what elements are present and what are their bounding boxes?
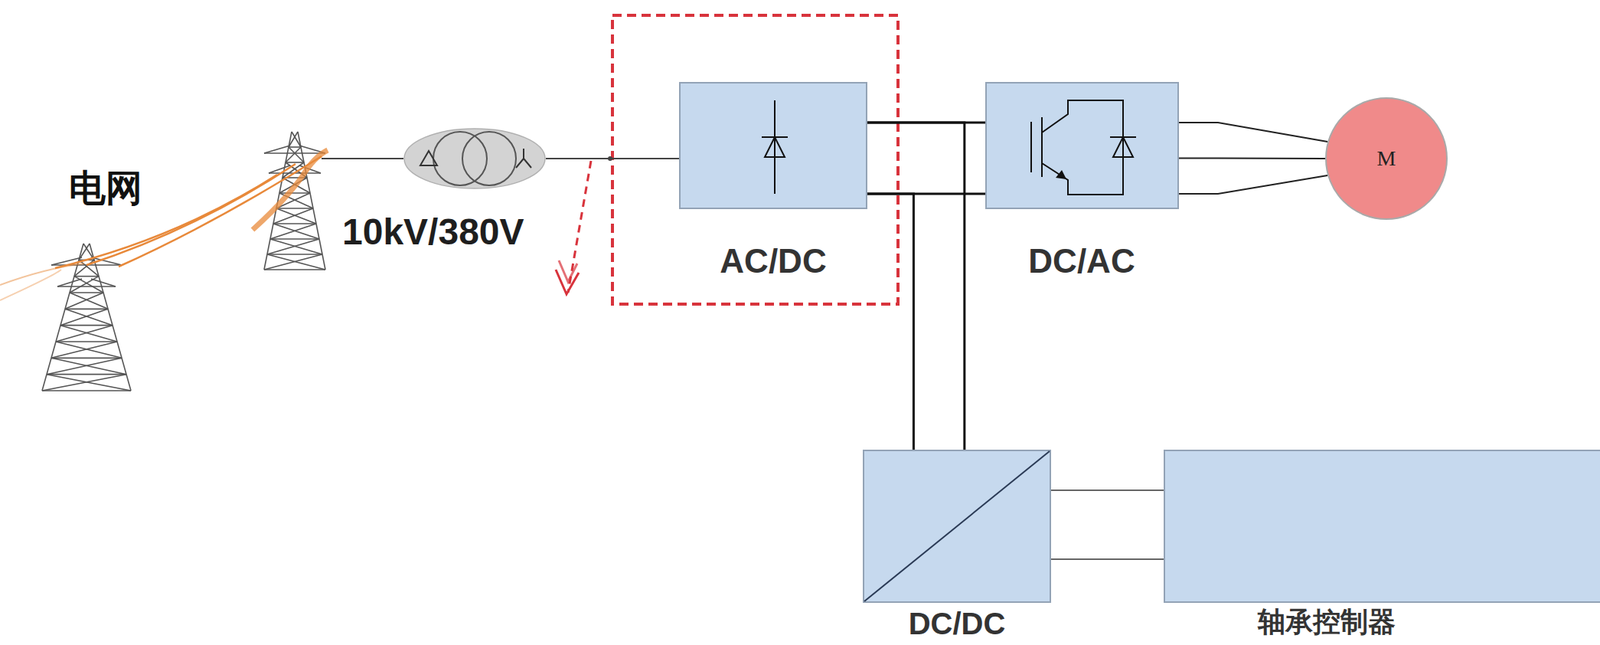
fault-arrow (555, 160, 592, 294)
controller-box: 轴承控制器 (1163, 449, 1600, 603)
feeder-line (321, 157, 404, 160)
highlight-frame (612, 15, 898, 304)
motor-letter: M (1377, 147, 1397, 170)
component-label: AC/DC (719, 244, 827, 278)
diode-symbol (680, 83, 866, 208)
inverter-box: DC/AC (985, 81, 1179, 209)
connector-line (1051, 489, 1164, 559)
power-lines (0, 150, 328, 301)
connector-line (545, 157, 680, 160)
component-label: 轴承控制器 (1257, 607, 1396, 636)
xfmr-symbol (403, 127, 546, 190)
transformer: 10kV/380V (403, 127, 546, 190)
dcdc-box: DC/DC (862, 449, 1052, 603)
rectifier-box: AC/DC (679, 81, 868, 209)
component-label: DC/AC (1028, 244, 1135, 278)
grid-label: 电网 (68, 169, 143, 207)
connector-line (1178, 122, 1328, 194)
dcdc-symbol (864, 450, 1050, 601)
motor-circle: M (1325, 97, 1448, 220)
component-label: DC/DC (908, 607, 1006, 639)
connector-line (867, 122, 986, 194)
plain-symbol (1165, 450, 1600, 601)
connector-line (867, 122, 965, 450)
transmission-towers (42, 131, 326, 391)
igbt-symbol (986, 83, 1178, 208)
component-label: 10kV/380V (342, 213, 525, 251)
